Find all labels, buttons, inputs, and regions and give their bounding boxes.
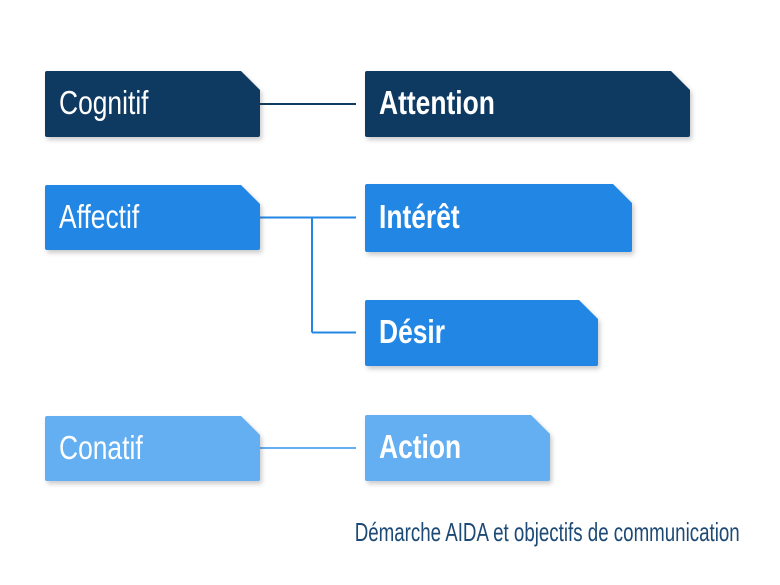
box-cognitif: Cognitif bbox=[45, 71, 260, 137]
box-interet: Intérêt bbox=[365, 184, 632, 252]
box-affectif-label: Affectif bbox=[59, 197, 140, 235]
box-conatif: Conatif bbox=[45, 416, 260, 481]
box-attention-label: Attention bbox=[379, 84, 495, 121]
box-desir-label: Désir bbox=[379, 313, 446, 350]
box-desir: Désir bbox=[365, 300, 598, 366]
box-attention: Attention bbox=[365, 71, 690, 137]
box-action: Action bbox=[365, 415, 550, 481]
box-interet-label: Intérêt bbox=[379, 198, 460, 235]
box-affectif: Affectif bbox=[45, 185, 260, 250]
box-cognitif-label: Cognitif bbox=[59, 84, 149, 121]
diagram-caption: Démarche AIDA et objectifs de communicat… bbox=[355, 517, 740, 547]
box-action-label: Action bbox=[379, 428, 462, 465]
box-conatif-label: Conatif bbox=[59, 428, 143, 466]
